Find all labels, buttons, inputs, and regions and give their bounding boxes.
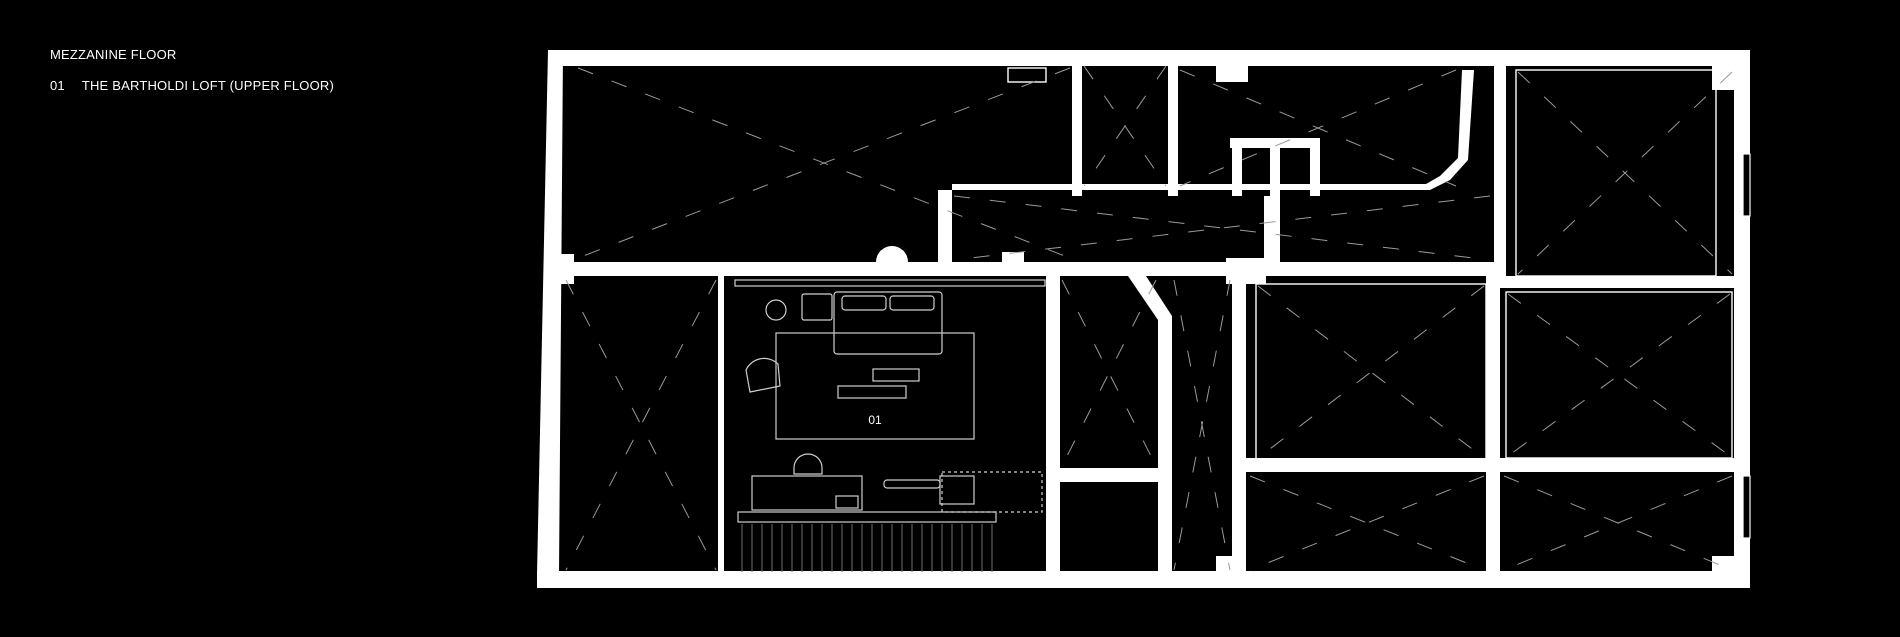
desk-chair [793,453,823,475]
room-outline-east [1505,291,1733,459]
plan-legend: MEZZANINE FLOOR 01 THE BARTHOLDI LOFT (U… [50,47,334,93]
cross-line [1507,293,1731,457]
staircase [741,524,993,572]
wall-north [548,50,1750,66]
wall-west [537,50,563,575]
cross-line [1507,293,1731,457]
column-se [1712,556,1734,574]
cabinet [939,475,975,505]
room-outlines [1007,67,1733,461]
wall-south [537,571,1750,588]
legend-item-number: 01 [50,78,65,93]
wall-shaft-right [1310,138,1320,196]
column-corridor-2 [1226,258,1266,284]
cross-line [1257,285,1485,459]
cross-line [1249,475,1485,571]
cross-line [577,67,1071,259]
sofa-cushion [841,295,887,311]
legend-item-name: THE BARTHOLDI LOFT (UPPER FLOOR) [81,78,335,93]
plant [765,299,787,321]
cross-line [1173,279,1231,571]
window-east [1742,475,1751,539]
wall-lower-mid [1246,458,1500,472]
wall-stair-core [938,190,952,276]
shelf [883,479,941,489]
skylight-box [1007,67,1047,83]
side-table [837,385,907,399]
wall-shaft-mid [1270,138,1280,196]
armchair [801,293,833,321]
column-corridor [1002,252,1024,276]
wall-angled [1128,276,1172,574]
desk-item [835,495,859,509]
wall-upper-1 [1072,60,1082,196]
wall-east-divider [1494,60,1506,288]
wall-upper-corridor [938,70,1474,190]
sofa-cushion [889,295,935,311]
wall-mid [1232,276,1246,574]
column-ne [1712,66,1734,90]
wall-upper-2 [1168,60,1178,196]
column-north [1216,62,1248,82]
cross-line [1257,285,1485,459]
stair-landing [737,511,997,523]
coffee-table [872,368,920,382]
ceiling-cross-lines [565,65,1733,571]
round-column [876,246,908,262]
windows [1742,153,1751,539]
column-west [548,254,574,284]
legend-item: 01 THE BARTHOLDI LOFT (UPPER FLOOR) [50,78,334,93]
wall-upper-3 [1264,196,1280,276]
cross-line [1061,279,1157,467]
loft-furniture [734,279,1046,523]
wall-loft-east [1046,276,1060,574]
cross-line [1249,475,1485,571]
wall-lower-east [1500,458,1734,472]
cross-line [1517,71,1733,275]
wall-east-rooms [1500,276,1750,288]
room-label-01: 01 [868,413,882,427]
window-east [1742,153,1751,217]
floor-title: MEZZANINE FLOOR [50,47,177,62]
cross-line [1083,65,1167,187]
rug [775,332,975,440]
cross-line [1179,69,1457,187]
room-outline-center [1255,283,1487,461]
wall-shaft-left [1232,138,1242,196]
loft-rail [734,279,1046,287]
wall-small-room [1060,468,1172,482]
wall-mid-east [1486,276,1500,574]
stair-opening [941,471,1043,513]
wall-corridor-east [938,262,1500,276]
room-outline-ne [1515,69,1717,277]
cross-line [1503,475,1733,571]
column-south [1216,556,1238,576]
cross-line [1061,279,1157,467]
wall-loft-west [718,276,724,574]
wall-corridor-west [548,262,938,276]
lounge-chair [745,357,781,393]
sofa [833,291,943,355]
desk [751,475,863,511]
walls [537,50,1750,588]
